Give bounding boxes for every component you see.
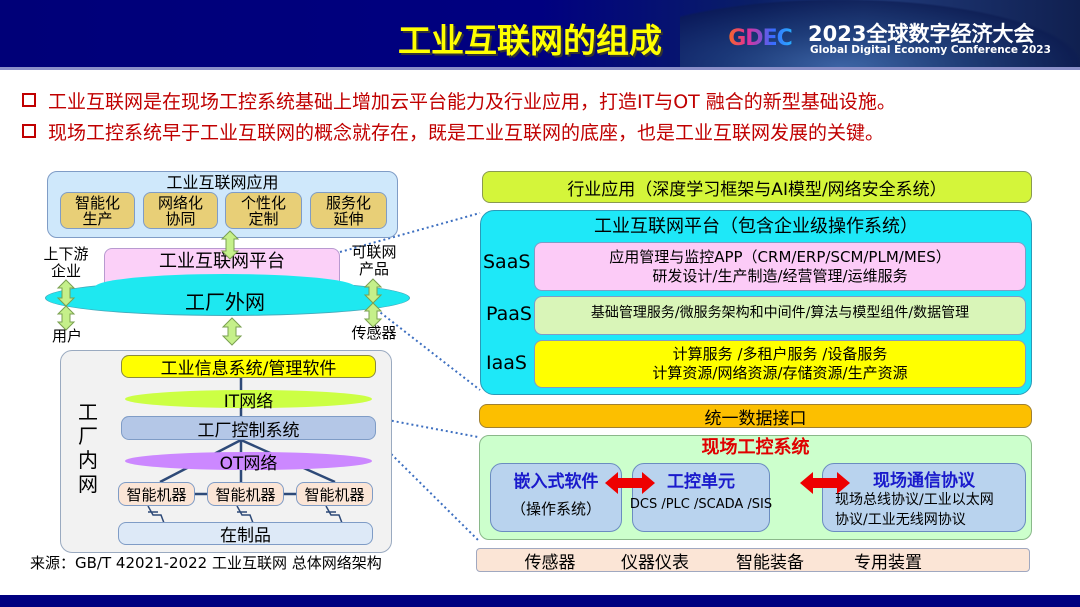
device-instruments: 仪器仪表 [621, 552, 689, 573]
app-service-ext: 服务化延伸 [310, 192, 387, 229]
bullet-2: 现场工控系统早于工业互联网的概念就存在，既是工业互联网的底座，也是工业互联网发展… [22, 119, 1072, 144]
connector-line [376, 417, 479, 438]
globe-background [680, 0, 1080, 67]
field-control-title: 现场工控系统 [701, 437, 810, 458]
cloud-puff [95, 274, 355, 300]
control-unit-title: 工控单元 [667, 471, 735, 492]
double-arrow-icon [220, 230, 240, 260]
app-smart-production: 智能化生产 [60, 192, 135, 229]
app-network-collab: 网络化协同 [143, 192, 218, 229]
square-bullet-icon [22, 93, 36, 107]
embedded-sub: （操作系统） [510, 499, 601, 518]
embedded-software-box [490, 463, 622, 532]
double-arrows [56, 230, 383, 346]
paas-box: 基础管理服务/微服务架构和中间件/算法与模型组件/数据管理 [534, 296, 1026, 335]
gdec-logo: GDEC [722, 24, 798, 52]
ot-net-cloud: OT网络 [125, 452, 372, 474]
field-protocol-lines: 现场总线协议/工业以太网协议/工业无线网协议 [835, 492, 994, 528]
app-personalized: 个性化定制 [225, 192, 302, 229]
embedded-title: 嵌入式软件 [513, 471, 599, 492]
footer-band [0, 595, 1080, 607]
double-arrow-icon [800, 472, 850, 494]
app-title: 工业互联网应用 [166, 173, 279, 192]
control-unit-sub: DCS /PLC /SCADA /SIS [629, 496, 773, 512]
iaas-box: 计算服务 /多租户服务 /设备服务计算资源/网络资源/存储资源/生产资源 [534, 340, 1026, 388]
connector-line [344, 284, 481, 391]
factory-internal-net-box [60, 350, 392, 553]
platform-title: 工业互联网平台（包含企业级操作系统） [594, 216, 918, 237]
bullet-text: 工业互联网是在现场工控系统基础上增加云平台能力及行业应用，打造IT与OT 融合的… [48, 90, 896, 113]
device-special: 专用装置 [854, 552, 922, 573]
devices-bar [476, 548, 1030, 572]
user-label: 用户 [51, 326, 82, 345]
header-banner [0, 0, 1080, 70]
paas-label: PaaS [486, 303, 532, 325]
sensor-label: 传感器 [351, 323, 397, 342]
products-label: 可联网产品 [351, 243, 397, 278]
wip-box: 在制品 [118, 522, 373, 546]
double-arrow-icon [605, 472, 655, 494]
data-interface-bar: 统一数据接口 [479, 404, 1032, 429]
smart-machine-1: 智能机器 [118, 482, 195, 506]
industry-app-bar: 行业应用（深度学习框架与AI模型/网络安全系统） [482, 171, 1032, 203]
internal-net-label: 工厂内网 [78, 400, 98, 496]
upstream-label: 上下游企业 [43, 245, 89, 280]
conference-name-en: Global Digital Economy Conference 2023 [810, 44, 1051, 56]
bullet-1: 工业互联网是在现场工控系统基础上增加云平台能力及行业应用，打造IT与OT 融合的… [22, 88, 1072, 113]
iaas-label: IaaS [486, 352, 527, 374]
field-protocol-title: 现场通信协议 [873, 470, 975, 491]
saas-box: 应用管理与监控APP（CRM/ERP/SCM/PLM/MES）研发设计/生产制造… [534, 242, 1026, 291]
connector-line [376, 439, 479, 541]
saas-label: SaaS [483, 251, 531, 273]
slide-title: 工业互联网的组成 [398, 21, 662, 60]
device-sensor: 传感器 [524, 552, 576, 573]
smart-machine-3: 智能机器 [296, 482, 373, 506]
device-smart-equipment: 智能装备 [736, 552, 804, 573]
smart-machine-2: 智能机器 [207, 482, 284, 506]
source-note: 来源：GB/T 42021-2022 工业互联网 总体网络架构 [30, 554, 382, 572]
double-arrow-icon [363, 302, 383, 328]
platform-label: 工业互联网平台 [159, 251, 285, 272]
control-unit-box [632, 463, 770, 532]
info-system-box: 工业信息系统/管理软件 [121, 355, 376, 379]
it-net-cloud: IT网络 [125, 390, 372, 412]
conference-name-cn: 2023全球数字经济大会 [808, 22, 1035, 46]
double-arrow-icon [56, 305, 76, 331]
square-bullet-icon [22, 124, 36, 138]
bullet-text: 现场工控系统早于工业互联网的概念就存在，既是工业互联网的底座，也是工业互联网发展… [48, 121, 885, 144]
double-arrow-icon [221, 317, 243, 346]
control-system-box: 工厂控制系统 [121, 416, 376, 441]
field-protocol-box [822, 463, 1026, 532]
external-net-label: 工厂外网 [185, 289, 265, 314]
connector-line [339, 212, 481, 253]
